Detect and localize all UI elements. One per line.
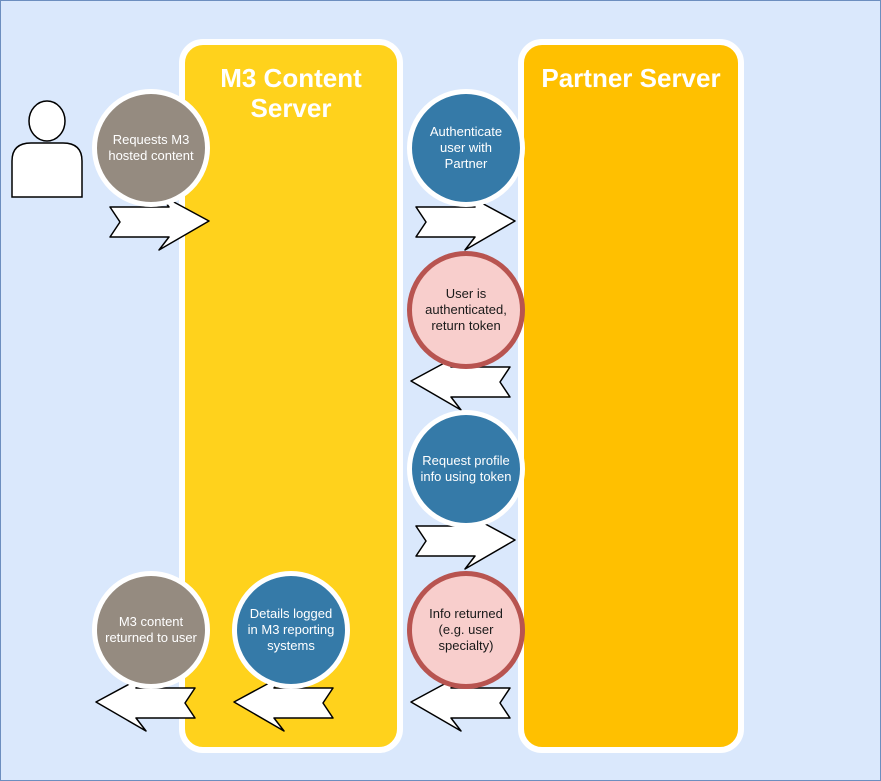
partner-server-title: Partner Server xyxy=(541,63,721,93)
step-user-authenticated: User is authenticated, return token xyxy=(407,251,525,369)
step-user-authenticated-label: User is authenticated, return token xyxy=(425,286,507,333)
step-details-logged: Details logged in M3 reporting systems xyxy=(232,571,350,689)
user-icon xyxy=(11,100,83,198)
m3-content-server-title: M3 Content Server xyxy=(220,63,362,123)
step-info-returned-label: Info returned (e.g. user specialty) xyxy=(429,606,503,653)
step-info-returned: Info returned (e.g. user specialty) xyxy=(407,571,525,689)
step-requests-content: Requests M3 hosted content xyxy=(92,89,210,207)
partner-server-lane: Partner Server xyxy=(518,39,744,753)
step-request-profile: Request profile info using token xyxy=(407,410,525,528)
step-content-returned: M3 content returned to user xyxy=(92,571,210,689)
step-content-returned-label: M3 content returned to user xyxy=(105,614,197,645)
step-authenticate-user: Authenticate user with Partner xyxy=(407,89,525,207)
step-requests-content-label: Requests M3 hosted content xyxy=(108,132,194,163)
step-details-logged-label: Details logged in M3 reporting systems xyxy=(247,606,335,653)
step-authenticate-user-label: Authenticate user with Partner xyxy=(429,124,503,171)
step-request-profile-label: Request profile info using token xyxy=(420,453,512,484)
